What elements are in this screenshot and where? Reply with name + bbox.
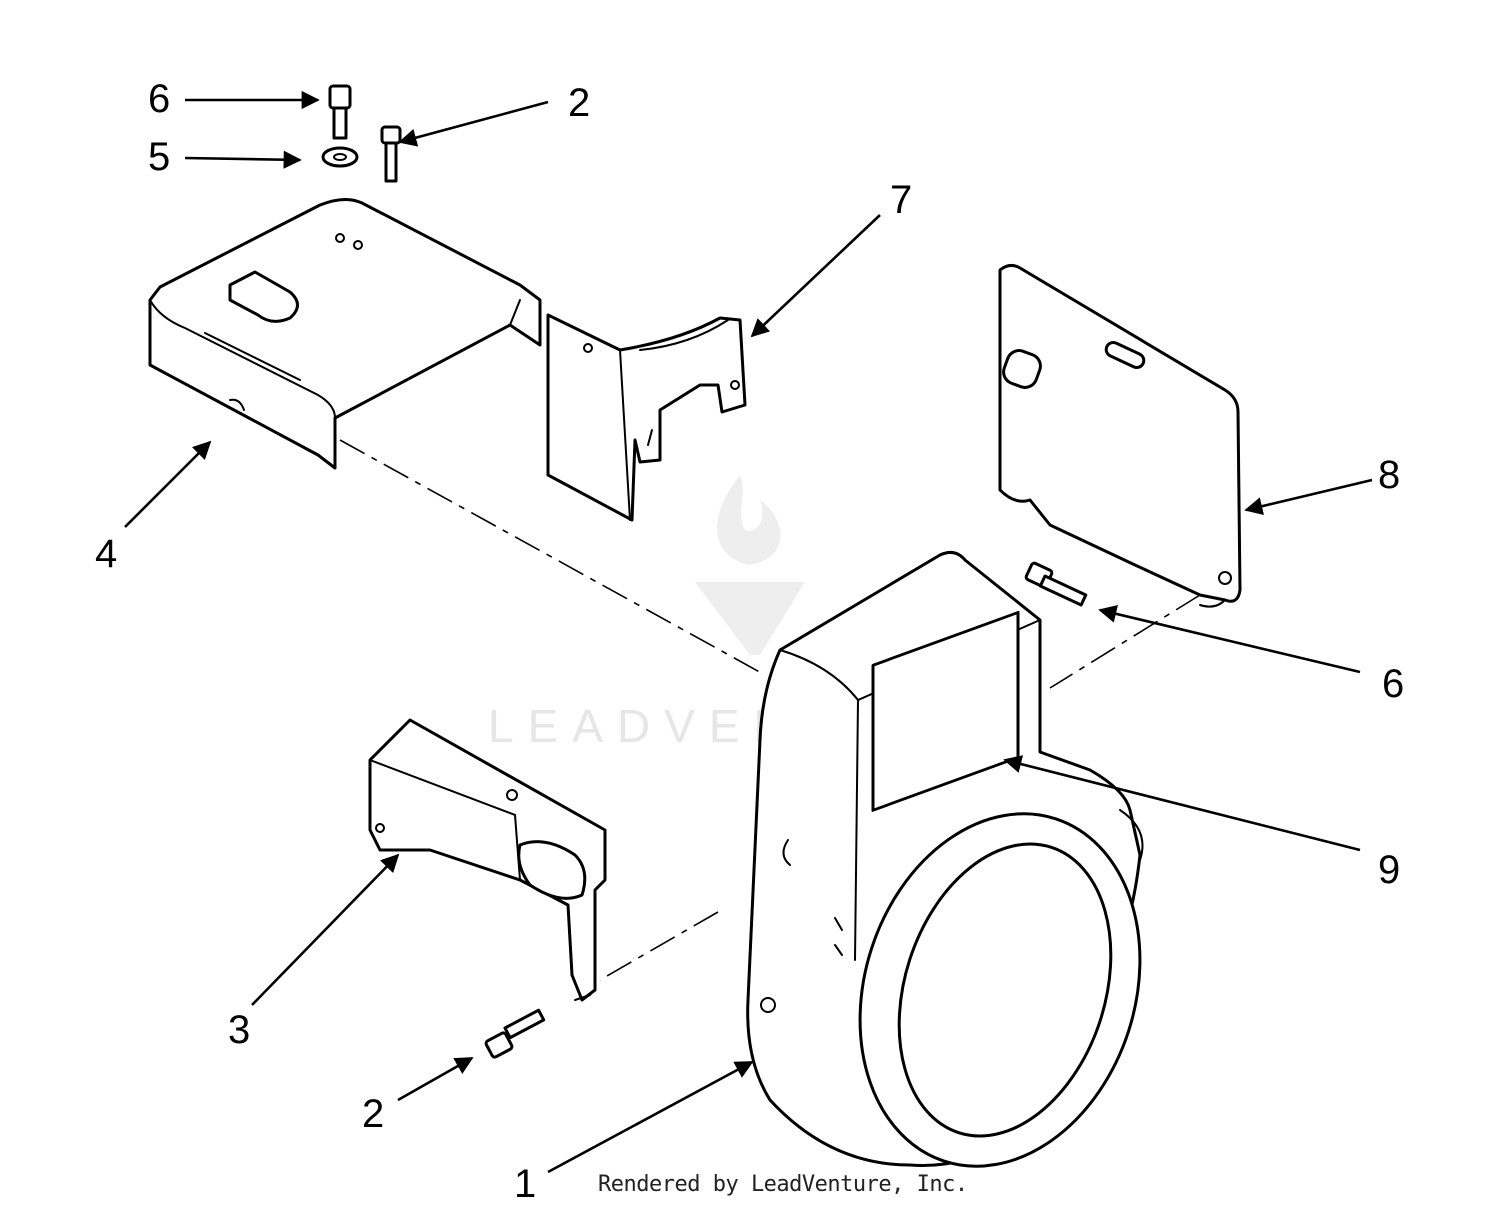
callout-3: 3 (228, 1008, 250, 1052)
part-3-lower-baffle (368, 718, 607, 1002)
callout-2-bottom: 2 (362, 1092, 384, 1136)
callout-9: 9 (1378, 848, 1400, 892)
callout-5: 5 (148, 135, 170, 179)
callout-2-top: 2 (568, 81, 590, 125)
bolt-2-bottom (484, 1008, 546, 1059)
credit-line: Rendered by LeadVenture, Inc. (598, 1172, 968, 1197)
callout-6-top: 6 (148, 77, 170, 121)
part-4-top-cover (148, 198, 542, 470)
bolt-6-top (328, 84, 352, 140)
callout-8: 8 (1378, 453, 1400, 497)
callout-1: 1 (514, 1162, 536, 1206)
callout-6-right: 6 (1382, 662, 1404, 706)
part-1-blower-housing (746, 550, 1144, 1168)
bolt-6-right (1024, 561, 1088, 607)
part-7-baffle (546, 313, 747, 522)
callout-labels: 6 5 2 7 8 4 6 9 3 2 1 (95, 77, 1404, 1206)
callout-4: 4 (95, 532, 117, 576)
bolt-2-top (380, 125, 402, 183)
leader-arrows (124, 90, 1373, 1174)
part-8-side-plate (998, 263, 1242, 608)
washer-5 (321, 146, 359, 168)
alignment-lines (339, 439, 1201, 981)
watermark-logo (695, 475, 805, 655)
callout-7: 7 (890, 178, 912, 222)
